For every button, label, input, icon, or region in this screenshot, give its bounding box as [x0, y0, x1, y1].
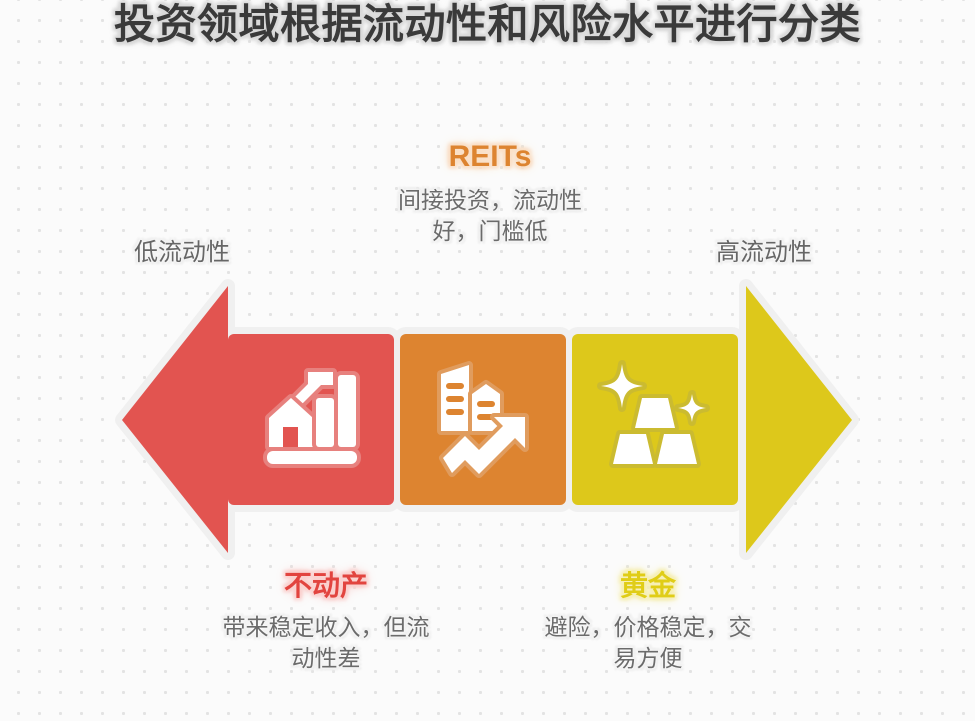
house-bar-chart-icon [263, 368, 361, 468]
callout-gold-title: 黄金 [619, 570, 676, 601]
callout-real-estate-description-line1: 带来稳定收入，但流 [222, 614, 430, 641]
callout-reits-description-line2: 好，门槛低 [432, 217, 548, 244]
callout-real-estate: 不动产 带来稳定收入，但流 动性差 [190, 570, 462, 674]
callout-gold-description-line2: 易方便 [613, 645, 683, 672]
left-arrow-head [122, 286, 228, 553]
buildings-trend-icon [437, 361, 529, 478]
segment-box-real-estate[interactable] [228, 334, 394, 505]
right-arrow-head [746, 286, 852, 553]
callout-real-estate-description-line2: 动性差 [291, 645, 361, 672]
callout-gold: 黄金 避险，价格稳定，交 易方便 [512, 570, 784, 674]
callout-real-estate-description: 带来稳定收入，但流 动性差 [190, 612, 462, 674]
callout-reits-description-line1: 间接投资，流动性 [398, 186, 582, 213]
high-liquidity-label: 高流动性 [716, 239, 812, 266]
segment-box-gold[interactable] [572, 334, 738, 505]
callout-real-estate-title: 不动产 [283, 570, 368, 601]
gold-bars-sparkle-icon [597, 360, 710, 468]
low-liquidity-label: 低流动性 [134, 239, 230, 266]
shape-halos [115, 279, 859, 560]
callout-gold-description-line1: 避险，价格稳定，交 [544, 614, 752, 641]
callout-gold-description: 避险，价格稳定，交 易方便 [512, 612, 784, 674]
callout-reits-description: 间接投资，流动性 好，门槛低 [357, 185, 623, 247]
page-title: 投资领域根据流动性和风险水平进行分类 [114, 1, 861, 47]
segment-box-reits[interactable] [400, 334, 566, 505]
callout-reits-title: REITs [448, 140, 532, 173]
callout-reits: REITs 间接投资，流动性 好，门槛低 [357, 140, 623, 247]
